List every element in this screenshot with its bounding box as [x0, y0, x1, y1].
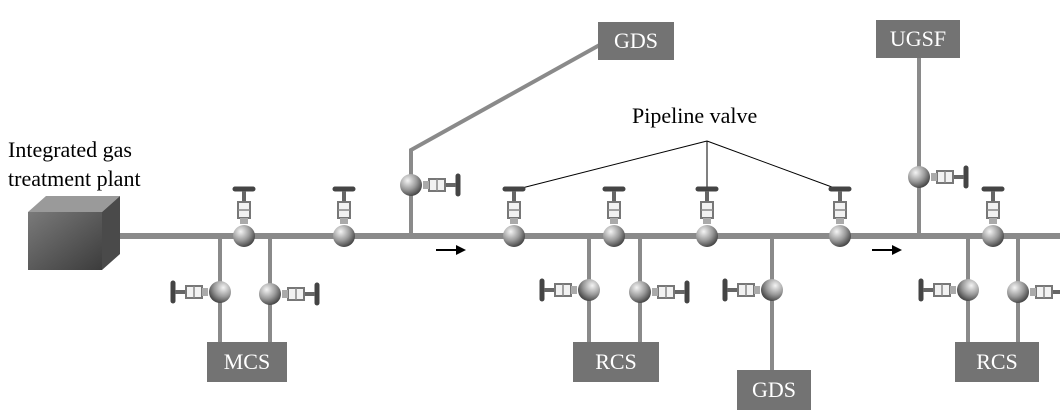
- branch-valve-icon: [542, 279, 600, 301]
- ugsf-station: UGSF: [876, 20, 960, 58]
- branch-valve-icon: [259, 283, 317, 305]
- pipeline-valve-icon: [333, 189, 355, 247]
- gds-station-bottom: GDS: [737, 370, 811, 410]
- rcs-station-1: RCS: [573, 342, 659, 382]
- branch-valve-icon: [908, 166, 966, 188]
- flow-arrow: [436, 245, 466, 255]
- pipeline-valve-label: Pipeline valve: [632, 103, 758, 128]
- pipeline-valve-icon: [503, 189, 525, 247]
- pipeline-valve-icon: [696, 189, 718, 247]
- rcs-station-2: RCS: [955, 342, 1039, 382]
- pipeline-valve-icon: [233, 189, 255, 247]
- pipeline-valve-icon: [982, 189, 1004, 247]
- branch-valve-icon: [1007, 281, 1060, 303]
- branch-valve-icon: [921, 279, 979, 301]
- treatment-plant-block: [28, 196, 120, 270]
- gds-station-top: GDS: [598, 22, 674, 60]
- branch-valve-icon: [173, 281, 231, 303]
- pipeline-valve-icon: [603, 189, 625, 247]
- plant-label-line2: treatment plant: [8, 166, 141, 191]
- pipeline-valve-icon: [829, 189, 851, 247]
- plant-label-line1: Integrated gas: [8, 137, 132, 162]
- branch-valve-icon: [629, 281, 687, 303]
- branch-valve-icon: [725, 279, 783, 301]
- branch-valve-icon: [400, 174, 458, 196]
- flow-arrow: [872, 245, 902, 255]
- mcs-station: MCS: [207, 342, 287, 382]
- pipeline-valve-leader-lines: [513, 140, 841, 191]
